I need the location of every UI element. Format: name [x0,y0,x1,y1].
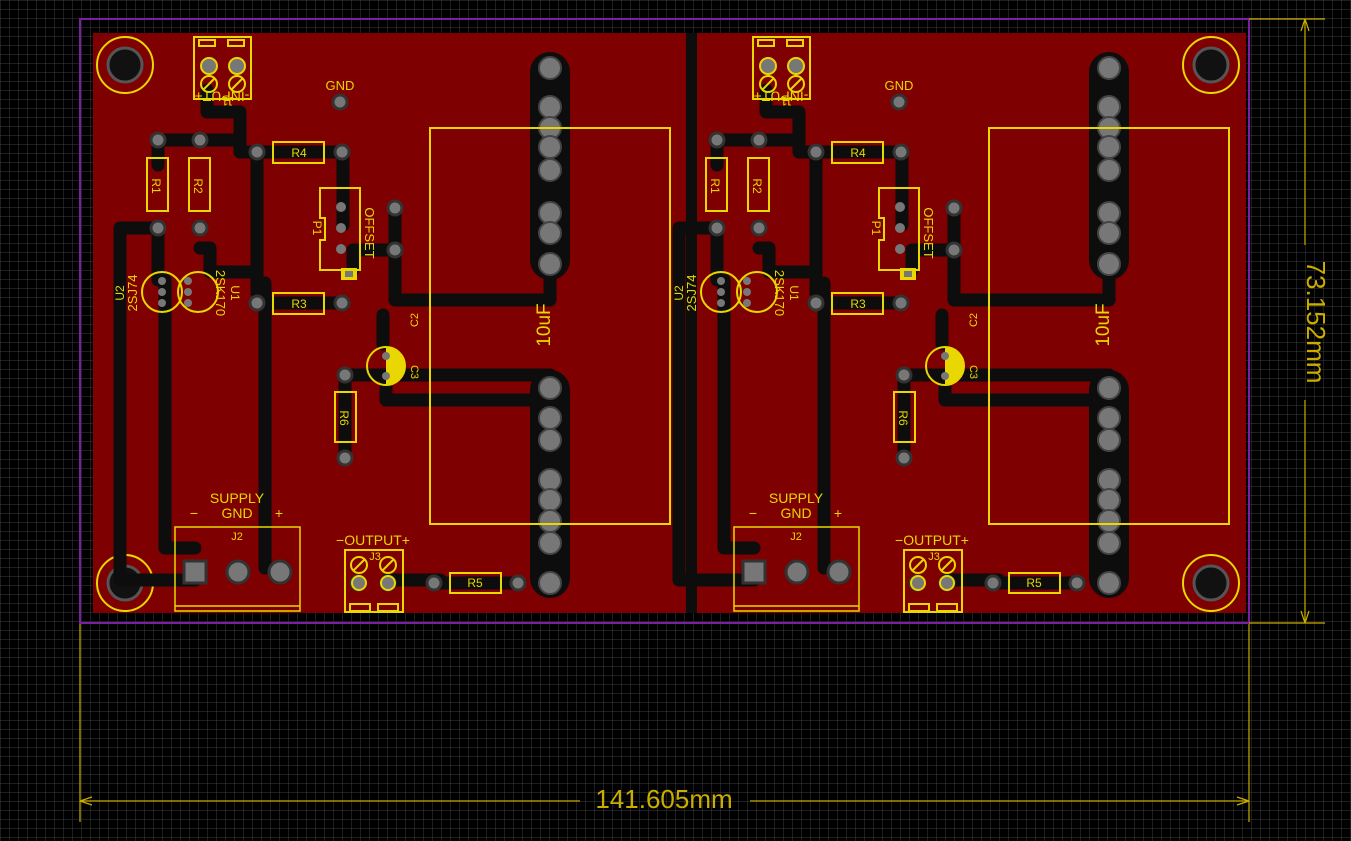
u2-ref: U2 [672,285,686,301]
r6-label: R6 [896,410,910,426]
c2-capacitor[interactable] [988,127,1230,525]
c3-plus: + [395,348,403,364]
u1-transistor[interactable] [177,271,219,313]
input-label: -INPUT+ [754,89,809,105]
mounting-hole-top-left [96,36,154,94]
c3-ref: C3 [408,365,420,379]
supply-minus: − [749,505,757,521]
dimension-width [79,624,1250,822]
width-dimension-label: 141.605mm [595,784,732,814]
r5-label: R5 [1026,576,1042,590]
offset-label: OFFSET [921,207,936,258]
supply-plus: + [834,505,842,521]
r4[interactable] [831,141,884,164]
u1-part: 2SK170 [213,270,228,316]
r2[interactable] [188,157,211,212]
height-dimension-label: 73.152mm [1301,261,1331,384]
j3-ref: J3 [369,551,381,563]
c3-ref: C3 [967,365,979,379]
j1-connector[interactable] [193,36,252,100]
r1-label: R1 [149,178,163,194]
j2-square-pad [182,559,208,585]
u1-part: 2SK170 [772,270,787,316]
output-label: −OUTPUT+ [895,532,969,548]
p1-label: P1 [310,221,324,236]
j2-square-pad [741,559,767,585]
r4-label: R4 [850,146,866,160]
c2-pads [1097,56,1121,595]
j2-connector[interactable] [733,526,860,612]
dimension-height [1249,18,1325,624]
c2-ref: C2 [409,313,421,327]
u1-transistor[interactable] [736,271,778,313]
r5-label: R5 [467,576,483,590]
r6-label: R6 [337,410,351,426]
r3-label: R3 [291,297,307,311]
gnd-label: GND [326,78,355,93]
channel-separator [686,33,697,613]
r4-label: R4 [291,146,307,160]
r5[interactable] [1008,572,1061,594]
board[interactable]: J1 -INPUT+ GND R1 R2 R4 R3 P1 OFFSET [79,18,1250,624]
mounting-hole-top-right [1182,36,1240,94]
r2[interactable] [747,157,770,212]
r4[interactable] [272,141,325,164]
j3-connector[interactable] [903,549,963,613]
u2-transistor[interactable] [700,271,742,313]
mounting-hole-bottom-right [1182,554,1240,612]
c3-capacitor[interactable]: + [366,346,406,386]
p1-trimmer[interactable] [878,187,920,280]
c2-capacitor[interactable] [429,127,671,525]
c3-plus: + [954,348,962,364]
r2-label: R2 [191,178,205,194]
r5[interactable] [449,572,502,594]
j3-ref: J3 [928,551,940,563]
gnd-label: GND [885,78,914,93]
u2-ref: U2 [113,285,127,301]
p1-label: P1 [869,221,883,236]
j1-connector[interactable] [752,36,811,100]
supply-plus: + [275,505,283,521]
supply-label: SUPPLY [769,490,824,506]
p1-trimmer[interactable] [319,187,361,280]
r2-label: R2 [750,178,764,194]
r3[interactable] [831,292,884,315]
supply-gnd-label: GND [221,505,252,521]
r1[interactable] [146,157,169,212]
supply-gnd-label: GND [780,505,811,521]
offset-label: OFFSET [362,207,377,258]
u1-ref: U1 [228,285,242,301]
j2-ref: J2 [790,531,802,543]
u1-ref: U1 [787,285,801,301]
input-label: -INPUT+ [195,89,250,105]
u2-part: 2SJ74 [684,275,699,312]
u2-part: 2SJ74 [125,275,140,312]
u2-transistor[interactable] [141,271,183,313]
r3-label: R3 [850,297,866,311]
r1[interactable] [705,157,728,212]
c3-capacitor[interactable]: + [925,346,965,386]
component-pads [149,93,527,592]
j2-ref: J2 [231,531,243,543]
c2-ref: C2 [968,313,980,327]
channel-left[interactable]: J1 -INPUT+ GND R1 R2 R4 R3 P1 OFFSET [113,36,671,613]
output-label: −OUTPUT+ [336,532,410,548]
r3[interactable] [272,292,325,315]
j2-connector[interactable] [174,526,301,612]
c2-value: 10uF [534,303,555,346]
channel-right[interactable]: J1 -INPUT+ GND R1 R2 R4 R3 P1 OFFSET [672,36,1230,613]
r6[interactable] [334,391,357,443]
j1-ref: J1 [221,94,234,108]
j1-ref: J1 [780,94,793,108]
c2-value: 10uF [1093,303,1114,346]
board-outline [79,18,1250,624]
j3-connector[interactable] [344,549,404,613]
r1-label: R1 [708,178,722,194]
r6[interactable] [893,391,916,443]
supply-label: SUPPLY [210,490,265,506]
supply-minus: − [190,505,198,521]
